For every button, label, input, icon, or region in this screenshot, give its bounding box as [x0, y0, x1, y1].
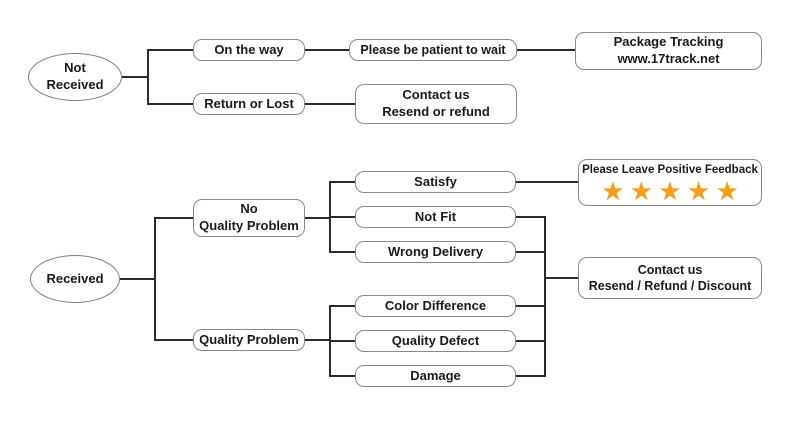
connector-line: [148, 49, 193, 51]
node-package-tracking: Package Tracking www.17track.net: [575, 32, 762, 70]
connector-line: [516, 181, 578, 183]
node-positive-feedback: Please Leave Positive Feedback ★★★★★: [578, 159, 762, 206]
connector-line: [155, 217, 193, 219]
node-label: Quality Defect: [391, 332, 480, 348]
connector-line: [329, 305, 331, 377]
connector-line: [330, 340, 355, 342]
node-label: No Quality Problem: [199, 201, 299, 233]
connector-line: [517, 49, 575, 51]
node-label: Contact us Resend or refund: [382, 87, 490, 119]
node-label: Return or Lost: [204, 95, 294, 111]
connector-line: [330, 375, 355, 377]
connector-line: [330, 216, 355, 218]
node-label: Wrong Delivery: [387, 243, 484, 259]
connector-line: [148, 103, 193, 105]
node-label: Damage: [410, 367, 461, 383]
node-label: On the way: [214, 41, 284, 57]
connector-line: [305, 339, 330, 341]
connector-line: [545, 277, 578, 279]
node-label: Package Tracking www.17track.net: [613, 34, 724, 66]
connector-line: [305, 217, 330, 219]
connector-line: [544, 216, 546, 377]
connector-line: [330, 305, 355, 307]
node-label: Not Received: [46, 60, 104, 92]
connector-line: [516, 216, 545, 218]
five-star-rating-icon: ★★★★★: [602, 177, 746, 204]
connector-line: [122, 76, 148, 78]
connector-line: [147, 49, 149, 105]
connector-line: [330, 181, 355, 183]
node-label: Color Difference: [384, 297, 487, 313]
connector-line: [516, 251, 545, 253]
node-label: Please Leave Positive Feedback: [582, 163, 758, 176]
node-return-or-lost: Return or Lost: [193, 93, 305, 115]
node-quality-defect: Quality Defect: [355, 330, 516, 352]
connector-line: [516, 375, 545, 377]
node-label: Quality Problem: [199, 331, 299, 347]
node-no-quality-problem: No Quality Problem: [193, 199, 305, 237]
node-label: Not Fit: [414, 208, 457, 224]
node-contact-discount: Contact us Resend / Refund / Discount: [578, 257, 762, 299]
node-contact-resend-refund: Contact us Resend or refund: [355, 84, 517, 124]
node-damage: Damage: [355, 365, 516, 387]
connector-line: [305, 103, 355, 105]
connector-line: [120, 278, 155, 280]
node-not-received: Not Received: [28, 53, 122, 101]
node-wrong-delivery: Wrong Delivery: [355, 241, 516, 263]
connector-line: [155, 339, 193, 341]
node-please-wait: Please be patient to wait: [349, 39, 517, 61]
node-label: Contact us Resend / Refund / Discount: [588, 263, 752, 293]
connector-line: [154, 217, 156, 341]
connector-line: [330, 251, 355, 253]
connector-line: [329, 181, 331, 253]
node-satisfy: Satisfy: [355, 171, 516, 193]
node-color-difference: Color Difference: [355, 295, 516, 317]
node-label: Satisfy: [414, 173, 457, 189]
connector-line: [516, 305, 545, 307]
node-on-the-way: On the way: [193, 39, 305, 61]
node-label: Please be patient to wait: [360, 43, 506, 57]
connector-line: [516, 340, 545, 342]
node-not-fit: Not Fit: [355, 206, 516, 228]
node-received: Received: [30, 255, 120, 303]
node-quality-problem: Quality Problem: [193, 329, 305, 351]
connector-line: [305, 49, 349, 51]
node-label: Received: [46, 270, 104, 286]
